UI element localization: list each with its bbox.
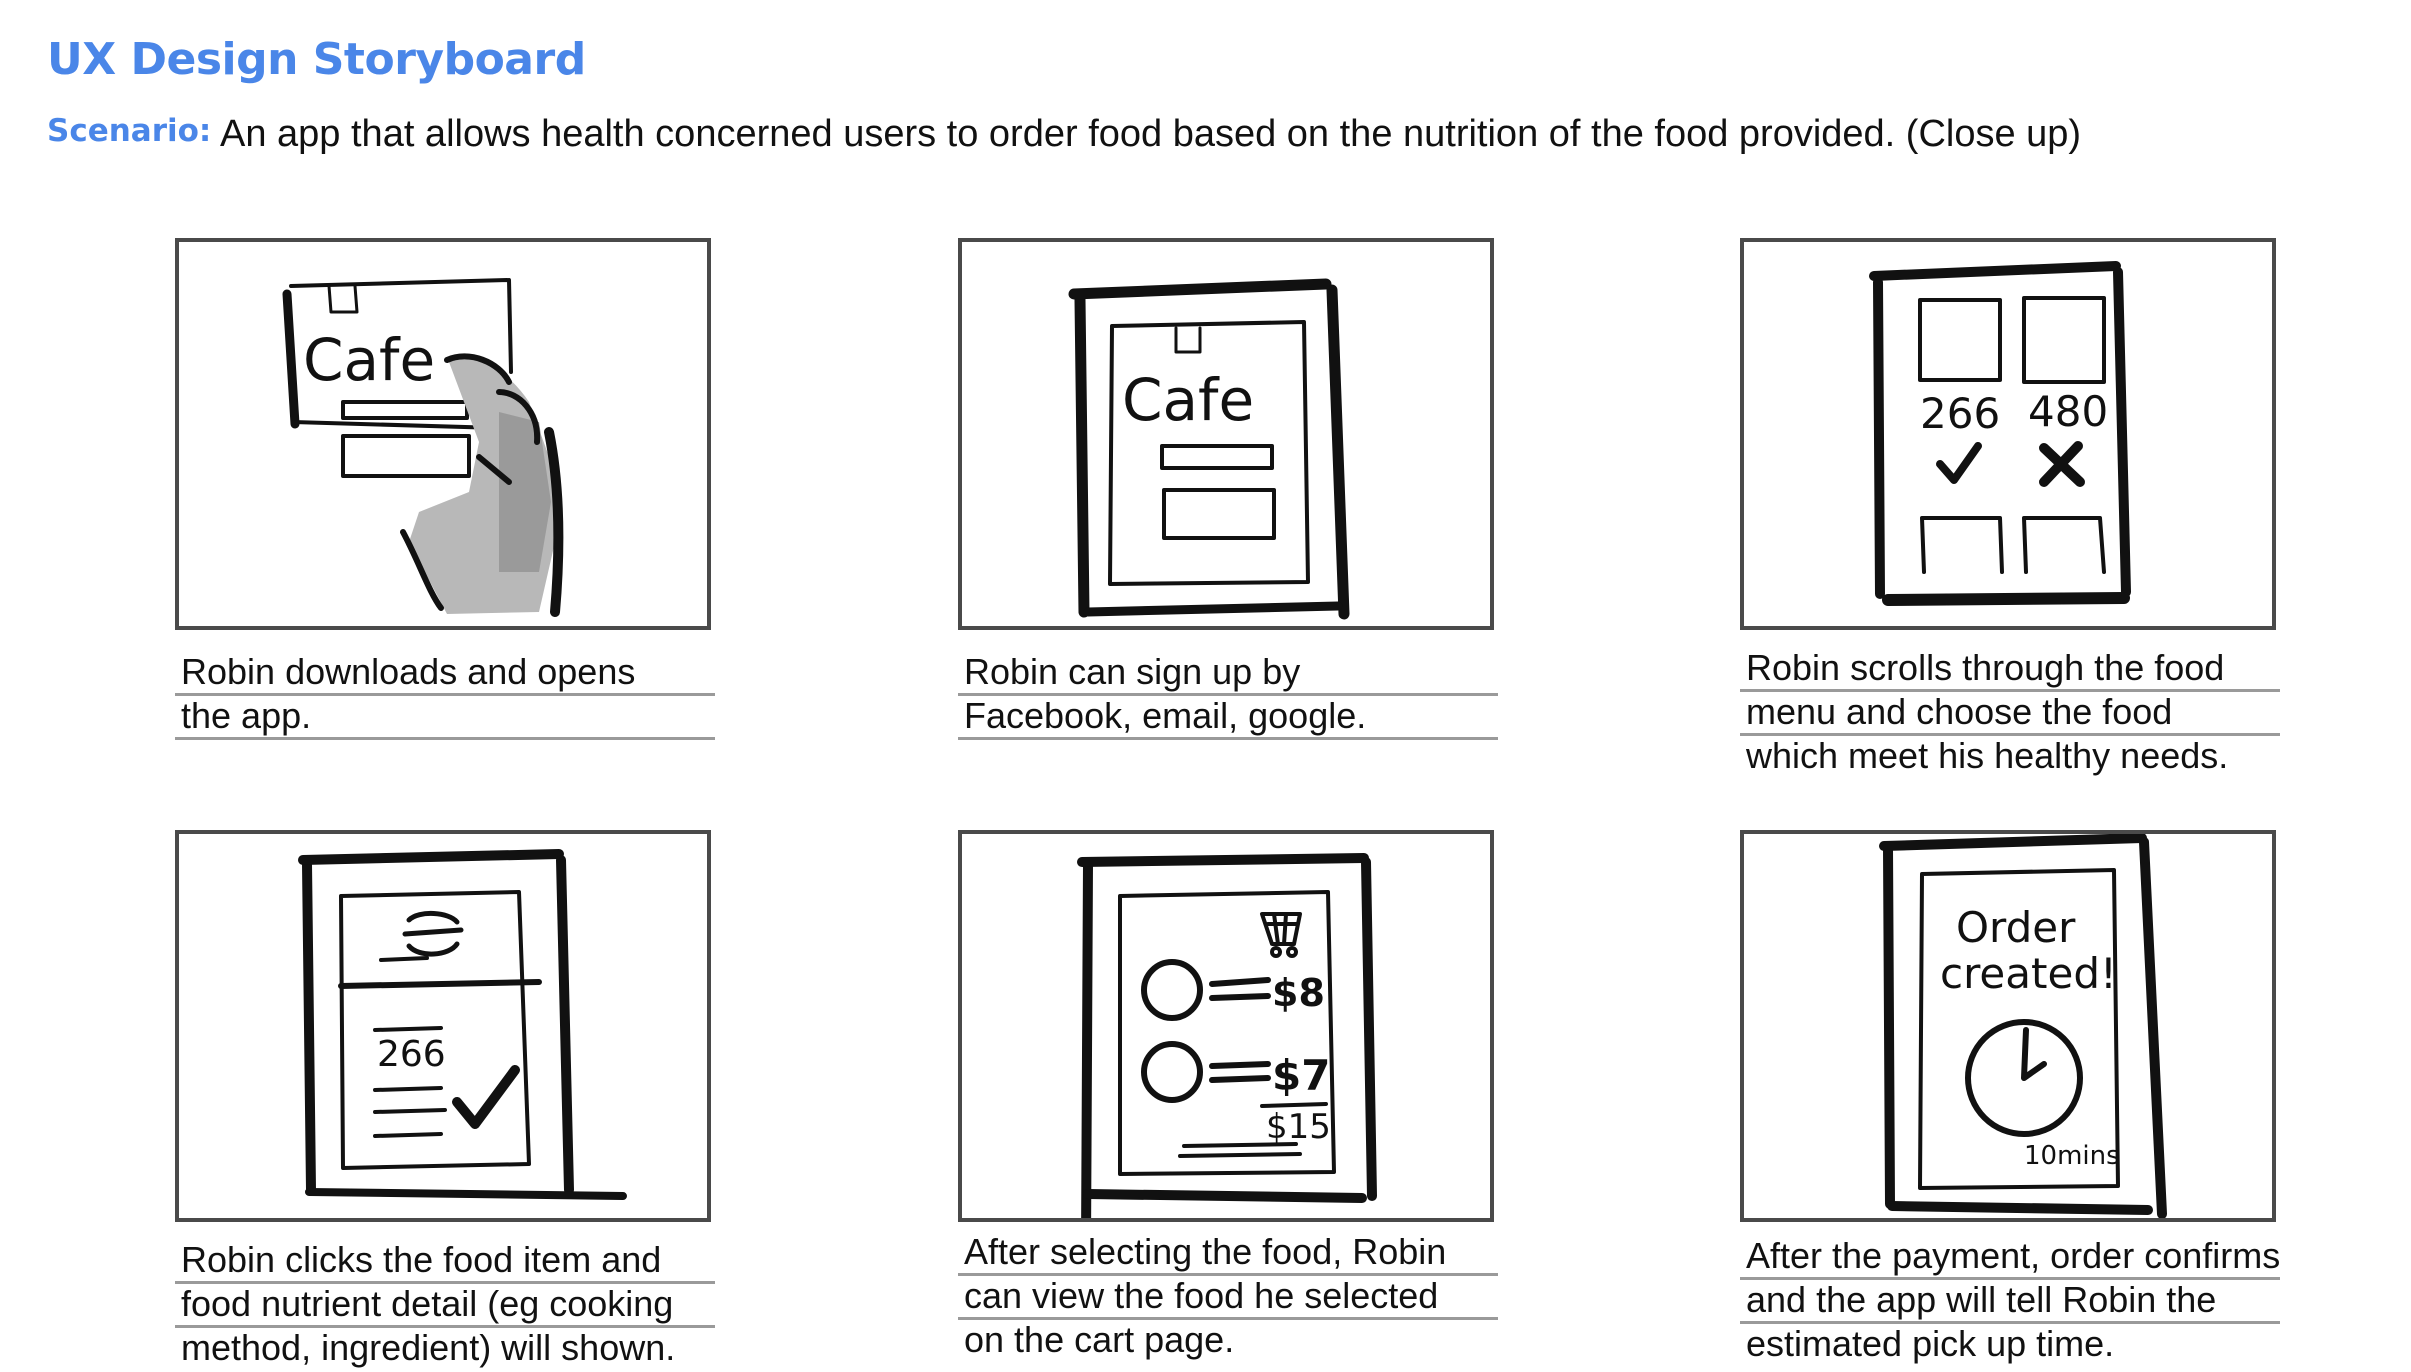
page-title: UX Design Storyboard [47, 34, 586, 85]
caption-line: and the app will tell Robin the [1740, 1280, 2280, 1324]
burger-icon [402, 911, 464, 957]
caption-line: food nutrient detail (eg cooking [175, 1284, 715, 1328]
calorie-value-right: 480 [2028, 387, 2108, 436]
pickup-time: 10mins [2024, 1141, 2120, 1171]
caption-line: method, ingredient) will shown. [181, 1327, 676, 1368]
caption-4: Robin clicks the food item and food nutr… [175, 1240, 715, 1372]
sketch-sign-up-screen: Cafe [1068, 278, 1350, 620]
scenario-label: Scenario: [47, 113, 212, 149]
caption-line: can view the food he selected [958, 1276, 1498, 1320]
caption-line: After selecting the food, Robin [958, 1232, 1498, 1276]
sketch-app-opening: Cafe [282, 278, 564, 617]
sketch-cart-page: $8 $7 $15 [1077, 853, 1377, 1218]
caption-line: Robin scrolls through the food [1740, 648, 2280, 692]
clock-icon [1965, 1019, 2083, 1137]
calorie-value: 266 [377, 1034, 446, 1075]
storyboard-frame-5: $8 $7 $15 [958, 830, 1494, 1222]
caption-line: menu and choose the food [1740, 692, 2280, 736]
sketch-app-name: Cafe [303, 326, 435, 394]
calorie-value-left: 266 [1920, 389, 2000, 438]
storyboard-frame-6: Order created! 10mins [1740, 830, 2276, 1222]
caption-1: Robin downloads and opens the app. [175, 652, 715, 740]
sketch-order-confirmation: Order created! 10mins [1879, 834, 2167, 1218]
checkmark-icon [452, 1065, 520, 1129]
sketch-food-menu: 266 480 [1869, 261, 2131, 606]
cart-icon [1260, 912, 1302, 946]
order-heading-1: Order [1956, 903, 2076, 952]
storyboard-frame-1: Cafe [175, 238, 711, 630]
caption-2: Robin can sign up by Facebook, email, go… [958, 652, 1498, 740]
cart-price-2: $7 [1272, 1051, 1330, 1100]
caption-line: estimated pick up time. [1746, 1323, 2115, 1364]
caption-line: the app. [175, 696, 715, 740]
cart-price-1: $8 [1272, 971, 1325, 1015]
caption-line: After the payment, order confirms [1740, 1236, 2280, 1280]
sketch-food-detail: 266 [298, 849, 627, 1200]
caption-line: Robin can sign up by [958, 652, 1498, 696]
caption-line: which meet his healthy needs. [1746, 735, 2229, 776]
sketch-app-name: Cafe [1122, 366, 1254, 434]
caption-line: Robin downloads and opens [175, 652, 715, 696]
order-heading-2: created! [1940, 949, 2117, 998]
caption-3: Robin scrolls through the food menu and … [1740, 648, 2280, 780]
storyboard-frame-4: 266 [175, 830, 711, 1222]
checkmark-icon [1936, 442, 1982, 484]
caption-5: After selecting the food, Robin can view… [958, 1232, 1498, 1364]
cart-total: $15 [1266, 1107, 1331, 1147]
caption-line: Robin clicks the food item and [175, 1240, 715, 1284]
caption-line: on the cart page. [964, 1319, 1235, 1360]
scenario-text: An app that allows health concerned user… [220, 113, 2082, 155]
caption-line: Facebook, email, google. [958, 696, 1498, 740]
storyboard-frame-3: 266 480 [1740, 238, 2276, 630]
storyboard-frame-2: Cafe [958, 238, 1494, 630]
cross-icon [2039, 441, 2085, 487]
caption-6: After the payment, order confirms and th… [1740, 1236, 2320, 1368]
